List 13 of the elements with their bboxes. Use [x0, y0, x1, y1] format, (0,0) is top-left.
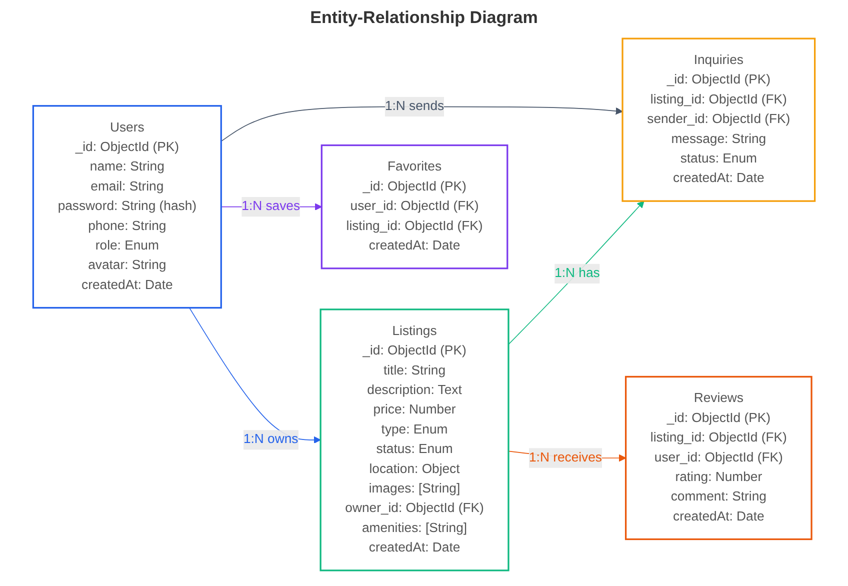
node-box: Inquiries _id: ObjectId (PK) listing_id: ObjectId (FK) sender_id: ObjectId (FK) message: String status: Enum createdAt: Date — [622, 38, 816, 202]
node-box: Users _id: ObjectId (PK) name: String email: String password: String (hash) phone: String role: Enum avatar: String createdAt: Date — [32, 105, 222, 309]
edge-label: 1:N has — [554, 266, 600, 280]
edge-label: 1:N receives — [528, 450, 602, 465]
edge-label: 1:N owns — [243, 432, 298, 446]
edge-label: 1:N sends — [384, 99, 444, 114]
node-box: Favorites _id: ObjectId (PK) user_id: ObjectId (FK) listing_id: ObjectId (FK) createdAt: Date — [320, 144, 508, 270]
edge-label: 1:N saves — [242, 199, 300, 214]
arrow — [188, 307, 321, 444]
diagram-title: Entity-Relationship Diagram — [309, 8, 539, 28]
node-box: Listings _id: ObjectId (PK) title: String description: Text price: Number type: Enum status: Enum location: Object images: [String] owner_id: ObjectId (FK) amenities: [String] createdAt: Date — [320, 308, 510, 572]
arrow — [508, 200, 644, 345]
node-box: Reviews _id: ObjectId (PK) listing_id: ObjectId (FK) user_id: ObjectId (FK) rating: Number comment: String createdAt: Date — [624, 376, 812, 540]
